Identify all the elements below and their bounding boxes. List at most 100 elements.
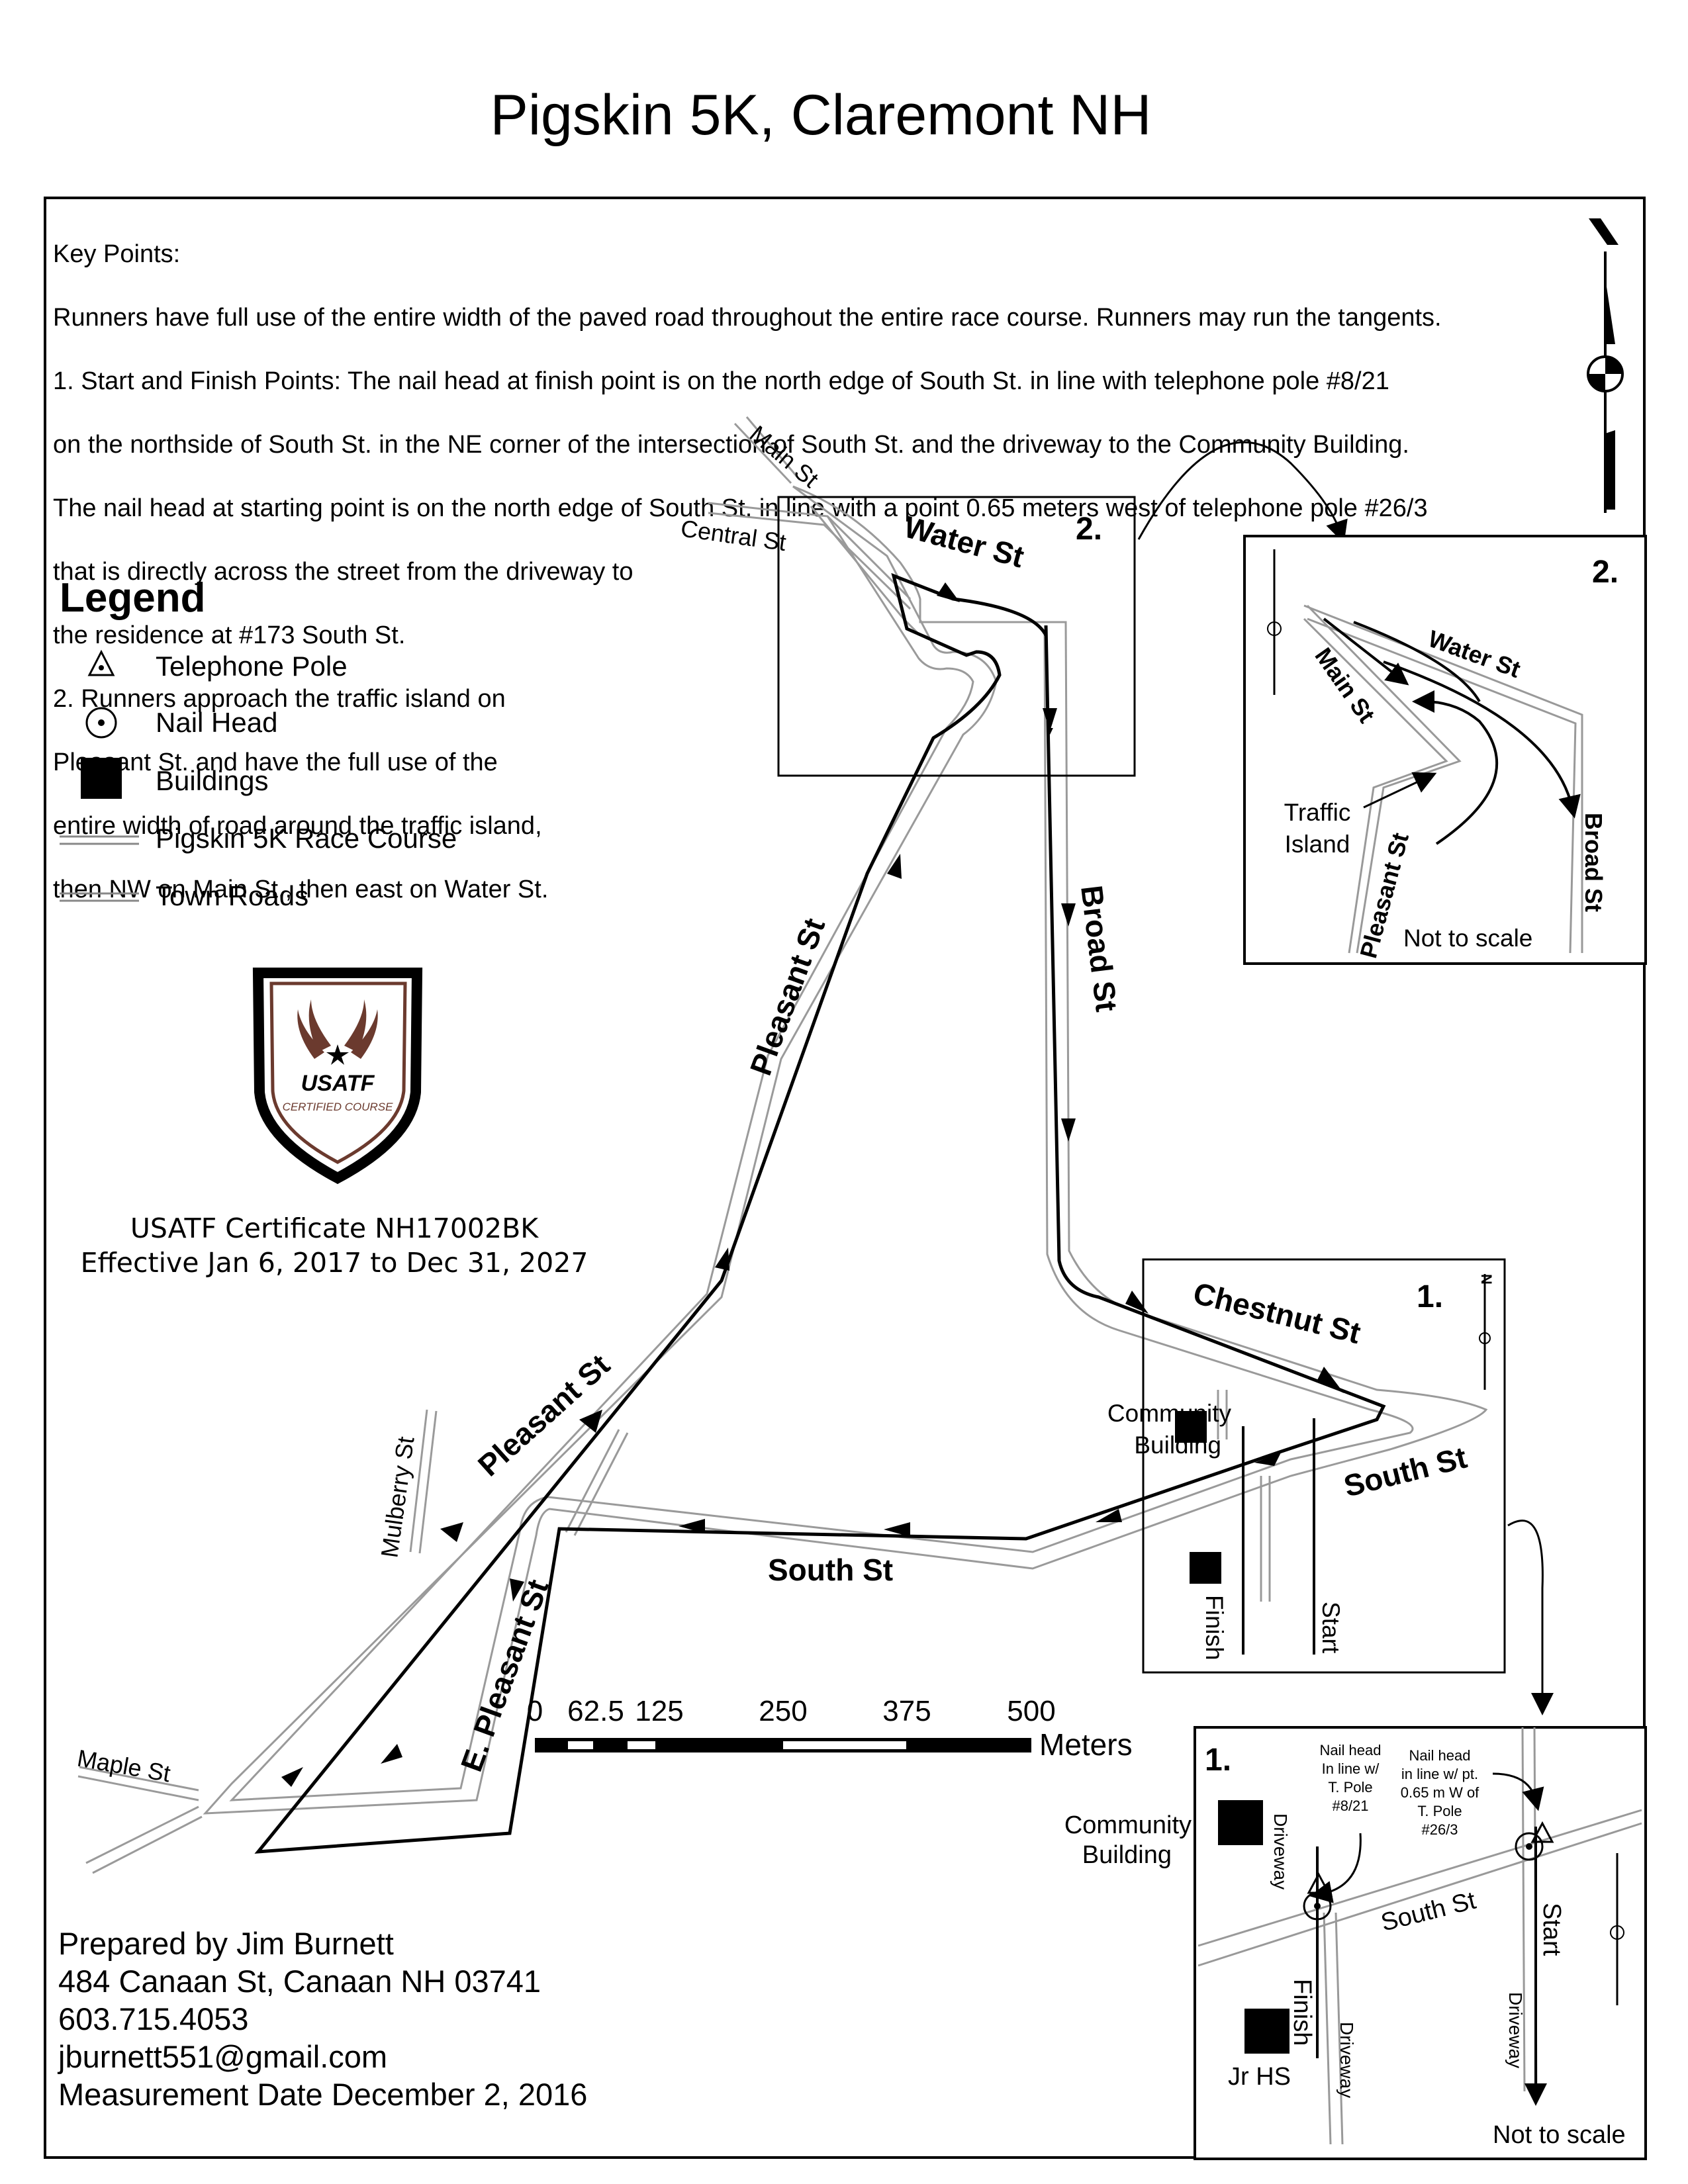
prepared-name: Prepared by Jim Burnett (58, 1926, 394, 1961)
inset-1-nail-start: 0.65 m W of (1401, 1784, 1479, 1801)
legend-symbols (60, 649, 139, 902)
course-arrow (1254, 1453, 1281, 1466)
north-label: N (1478, 1274, 1495, 1285)
inset-2-island: Traffic (1284, 799, 1351, 826)
course-arrow (440, 1522, 463, 1542)
inset-1-community-building: Community (1064, 1811, 1192, 1839)
key-points-line: The nail head at starting point is on th… (53, 494, 1428, 522)
street-label-chestnut: Chestnut St (1190, 1275, 1364, 1350)
course-arrows (281, 582, 1344, 1787)
community-building-label: Building (1134, 1432, 1221, 1459)
key-points-line: Runners have full use of the entire widt… (53, 304, 1442, 332)
legend-race-course: Pigskin 5K Race Course (156, 823, 457, 854)
street-label-broad: Broad St (1074, 884, 1124, 1014)
course-arrow (1061, 1118, 1076, 1142)
box-1-number: 1. (1417, 1279, 1443, 1314)
street-label-central: Central St (679, 514, 788, 556)
course-arrow (579, 1410, 602, 1433)
circle-dot-icon (85, 707, 117, 739)
scale-tick: 375 (882, 1695, 931, 1727)
community-building-label: Community (1107, 1400, 1232, 1427)
key-points: Key Points: Runners have full use of the… (53, 206, 1442, 937)
key-points-line: Pleasant St. and have the full use of th… (53, 749, 498, 776)
key-points-line: on the northside of South St. in the NE … (53, 431, 1409, 459)
start-label: Start (1317, 1602, 1344, 1654)
badge-subtitle: CERTIFIED COURSE (283, 1101, 394, 1113)
prepared-phone: 603.715.4053 (58, 2001, 249, 2036)
connector-arrow (1137, 441, 1348, 544)
inset-1-nail-start: in line w/ pt. (1401, 1766, 1478, 1782)
square-icon (81, 758, 122, 799)
inset-1-nail-start: T. Pole (1417, 1803, 1462, 1819)
map-frame (44, 197, 1646, 2159)
key-points-line: Key Points: (53, 240, 181, 268)
inset-1-nail-finish: #8/21 (1332, 1797, 1368, 1814)
inset-2: 2. Water St Main St Pleasant St Broad St… (1243, 535, 1647, 965)
scale-bar: 0 62.5 125 250 375 500 Meters (527, 1695, 1133, 1762)
finish-label: Finish (1201, 1595, 1228, 1661)
street-label-maple: Maple St (75, 1745, 173, 1788)
inset-2-broad: Broad St (1580, 813, 1607, 912)
north-arrow-icon (1610, 1853, 1624, 2005)
inset-1-jr-hs: Jr HS (1228, 2063, 1291, 2091)
prepared-address: 484 Canaan St, Canaan NH 03741 (58, 1964, 541, 1999)
box-1-contents: Community Building Finish Start N (1107, 1274, 1495, 1661)
inset-1-driveway: Driveway (1270, 1813, 1291, 1889)
inset-1-nail-finish: Nail head (1320, 1742, 1382, 1758)
legend-nail-head: Nail Head (156, 707, 278, 738)
key-points-line: entire width of road around the traffic … (53, 812, 542, 840)
course-arrow (679, 1519, 705, 1533)
course-line (254, 572, 1386, 1854)
legend-telephone-pole: Telephone Pole (156, 651, 348, 682)
inset-1-driveway: Driveway (1336, 2022, 1357, 2098)
inset-2-number: 2. (1592, 555, 1618, 590)
street-label-mulberry: Mulberry St (375, 1435, 419, 1559)
north-arrow-icon (1267, 549, 1282, 695)
building (1190, 1552, 1221, 1584)
prepared-date: Measurement Date December 2, 2016 (58, 2077, 588, 2112)
course-arrow (884, 1522, 910, 1537)
north-arrow-icon: N (1478, 1274, 1495, 1390)
course-arrow (1096, 1509, 1122, 1522)
inset-1-community-building: Building (1082, 1841, 1172, 1869)
scale-tick: 500 (1007, 1695, 1055, 1727)
inset-1-nail-finish: In line w/ (1322, 1760, 1380, 1777)
scale-tick: 62.5 (567, 1695, 624, 1727)
scale-tick: 250 (759, 1695, 807, 1727)
north-arrow-icon (1587, 218, 1624, 513)
key-points-line: that is directly across the street from … (53, 558, 633, 586)
course-arrow (937, 582, 960, 602)
course-arrow (1317, 1367, 1344, 1393)
inset-2-note: Not to scale (1403, 925, 1532, 952)
inset-1-nail-finish: T. Pole (1328, 1779, 1372, 1796)
triangle-dot-icon (87, 649, 115, 676)
key-points-line: 1. Start and Finish Points: The nail hea… (53, 367, 1389, 395)
town-roads (77, 416, 1228, 1874)
scale-tick: 0 (527, 1695, 543, 1727)
course-arrow (887, 854, 902, 879)
page-title: Pigskin 5K, Claremont NH (490, 83, 1152, 147)
legend-town-roads: Town Roads (156, 880, 309, 911)
inset-1-nail-start: #26/3 (1421, 1821, 1458, 1838)
inset-2-island: Island (1285, 831, 1350, 858)
inset-1-start: Start (1538, 1903, 1566, 1956)
inset-1-finish: Finish (1288, 1979, 1316, 2046)
scale-tick: 125 (635, 1695, 683, 1727)
jr-hs-building (1244, 2009, 1289, 2054)
inset-1-driveway: Driveway (1505, 1992, 1526, 2068)
course-arrow (1043, 708, 1057, 731)
community-building (1218, 1800, 1263, 1845)
street-label-main: Main St (745, 420, 824, 493)
course-arrow (281, 1767, 303, 1787)
box-2-number: 2. (1076, 512, 1102, 547)
course-arrow (381, 1744, 402, 1764)
certificate-info: USATF Certificate NH17002BK Effective Ja… (53, 1211, 616, 1280)
legend-title: Legend (60, 575, 206, 621)
legend-buildings: Buildings (156, 765, 269, 796)
inset-1-note: Not to scale (1493, 2121, 1626, 2149)
street-label-water: Water St (900, 509, 1027, 574)
course-segment (254, 572, 1386, 1854)
scale-unit: Meters (1039, 1727, 1133, 1762)
course-arrow (510, 1578, 524, 1602)
